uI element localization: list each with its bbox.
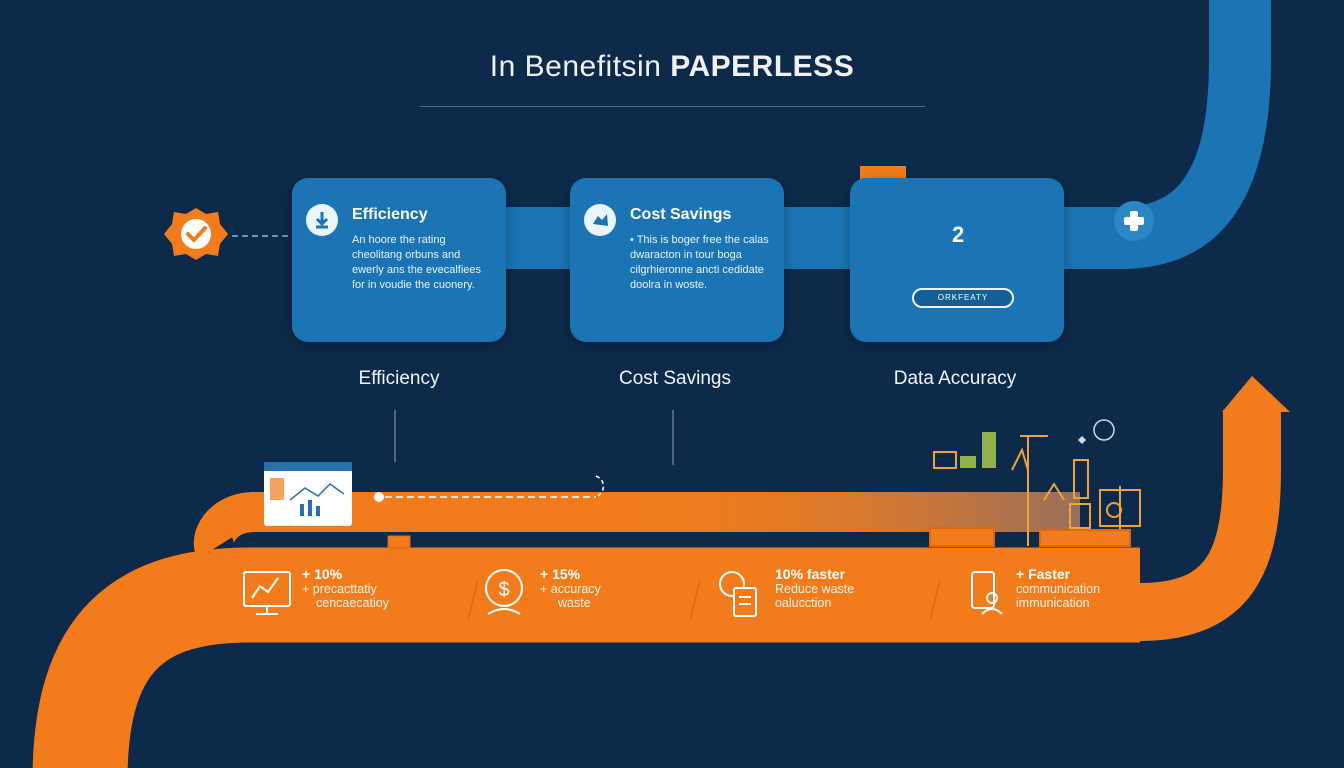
orange-road xyxy=(32,547,1140,768)
title-prefix: In Benefitsin xyxy=(489,50,671,83)
metric-divider-3 xyxy=(929,579,941,621)
document-clock-icon xyxy=(719,571,757,617)
plus-icon xyxy=(1114,201,1154,241)
metric-4: + Faster communication immunication xyxy=(1016,566,1100,610)
svg-text:$: $ xyxy=(498,579,509,601)
metric-value: + Faster xyxy=(1016,566,1071,582)
dollar-icon: $ xyxy=(485,569,523,615)
card-title: Cost Savings xyxy=(630,206,732,223)
card-efficiency: Efficiency An hoore the rating cheolitan… xyxy=(292,178,506,342)
accuracy-badge: ORKFEATY xyxy=(912,288,1014,308)
orange-arrow-head xyxy=(1222,376,1290,412)
page-title: In Benefitsin PAPERLESS xyxy=(0,50,1344,84)
check-badge-icon xyxy=(164,208,228,260)
metric-sublabel: oalucction xyxy=(775,596,832,610)
step-label-data-accuracy: Data Accuracy xyxy=(893,368,1017,389)
puzzle-icon xyxy=(584,204,616,236)
card-body: An hoore the rating cheolitang orbuns an… xyxy=(352,234,482,291)
metric-value: + 15% xyxy=(540,566,581,582)
accuracy-number: 2 xyxy=(952,222,965,247)
metric-sublabel: cencaecatioy xyxy=(316,596,389,610)
metric-sublabel: immunication xyxy=(1016,596,1090,610)
metric-value: 10% faster xyxy=(775,566,846,582)
person-phone-icon xyxy=(971,571,1003,615)
metric-1: + 10% + precacttatiy cencaecatioy xyxy=(302,566,389,610)
metric-divider-1 xyxy=(467,579,479,621)
title-emphasis: PAPERLESS xyxy=(670,50,855,83)
orange-road-curve xyxy=(193,492,257,559)
metric-sublabel: waste xyxy=(558,596,591,610)
metric-label: communication xyxy=(1016,582,1101,596)
metric-label: Reduce waste xyxy=(775,582,855,596)
dashed-curve xyxy=(595,475,605,498)
metric-divider-2 xyxy=(689,579,701,621)
download-icon xyxy=(306,204,338,236)
metric-label: + precacttatiy xyxy=(302,582,377,596)
step-label-efficiency: Efficiency xyxy=(358,368,440,389)
metric-value: + 10% xyxy=(302,566,343,582)
metric-2: + 15% + accuracy waste xyxy=(540,566,601,610)
metric-3: 10% faster Reduce waste oalucction xyxy=(775,566,854,610)
small-crane-block xyxy=(387,535,411,549)
step-label-cost-savings: Cost Savings xyxy=(619,368,731,389)
factory-illustration xyxy=(929,419,1141,547)
orange-arrow-shaft xyxy=(1139,410,1281,641)
card-cost-savings: Cost Savings • This is boger free the ca… xyxy=(570,178,784,342)
card-title: Efficiency xyxy=(352,206,428,223)
title-divider xyxy=(420,106,925,107)
metric-label: + accuracy xyxy=(540,582,601,596)
card-data-accuracy xyxy=(850,178,1064,342)
road-fade xyxy=(600,492,1080,532)
path-node xyxy=(374,492,384,502)
monitor-chart-icon xyxy=(243,571,291,615)
card-body: • This is boger free the calas dwaracton… xyxy=(630,234,769,291)
chart-window-icon xyxy=(264,462,352,526)
